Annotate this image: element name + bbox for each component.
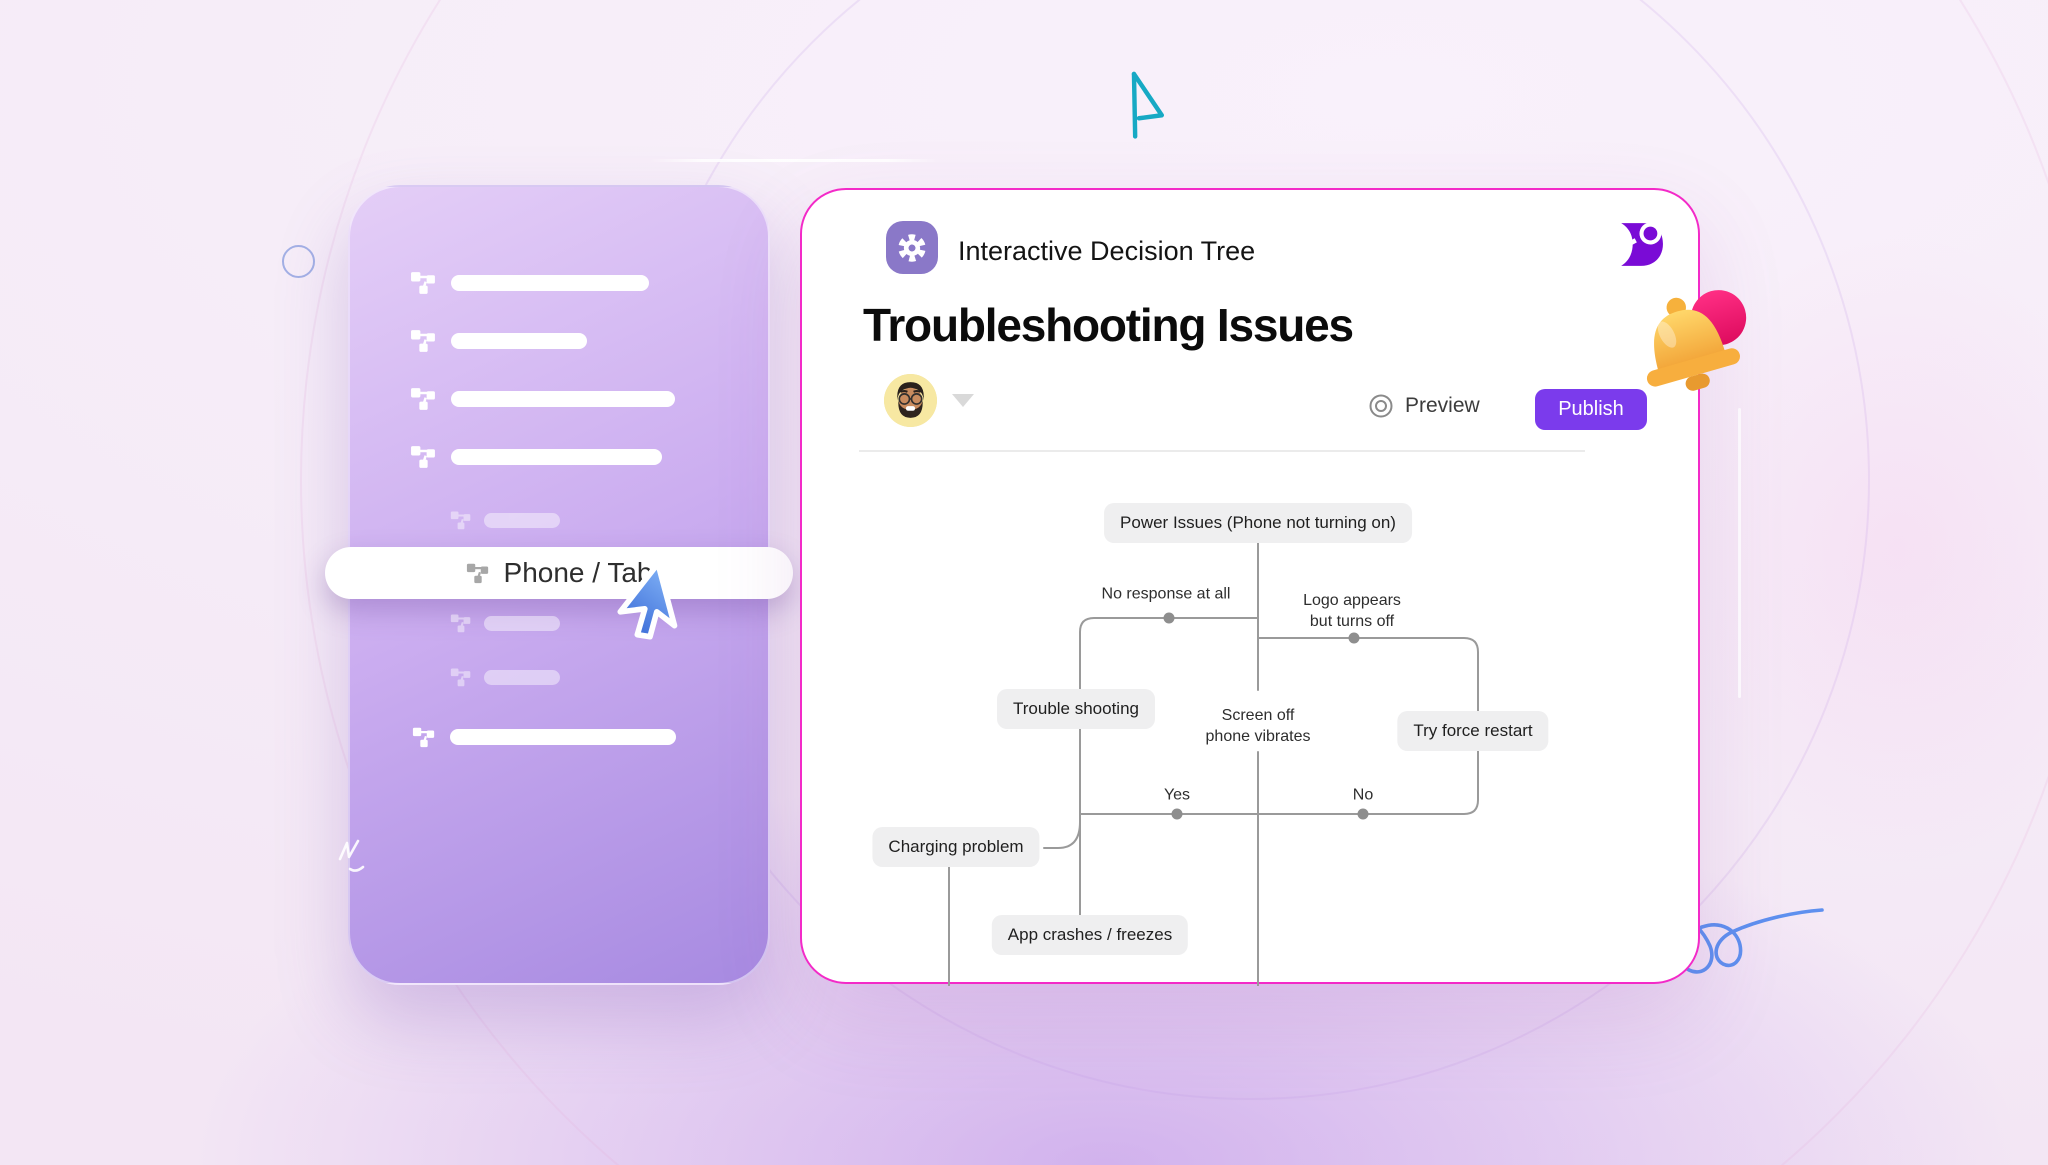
flow-node-force-restart[interactable]: Try force restart <box>1397 711 1549 751</box>
skeleton-text-bar <box>451 390 675 407</box>
header-divider <box>859 450 1585 452</box>
publish-button[interactable]: Publish <box>1535 389 1647 430</box>
flow-node-app-crashes[interactable]: App crashes / freezes <box>991 915 1189 955</box>
tree-node-icon <box>466 563 488 584</box>
blue-cursor-arrow-icon <box>617 568 678 640</box>
notification-bell-icon <box>1646 290 1747 391</box>
sidebar: Phone / Tab <box>325 185 793 985</box>
decorative-white-line <box>1738 408 1741 698</box>
skeleton-text-bar <box>484 615 560 631</box>
white-scribble-doodle <box>338 839 365 872</box>
preview-button[interactable]: Preview <box>1368 393 1480 419</box>
sidebar-item[interactable] <box>410 269 649 296</box>
flow-node-root[interactable]: Power Issues (Phone not turning on) <box>1104 503 1412 543</box>
teal-cursor-arrow-icon <box>1131 71 1165 139</box>
tree-node-icon <box>411 272 435 294</box>
sidebar-subitem[interactable] <box>450 666 560 688</box>
decision-tree-card: Interactive Decision Tree Troubleshootin… <box>800 188 1702 986</box>
skeleton-text-bar <box>451 274 649 291</box>
gear-icon <box>898 233 926 262</box>
chevron-down-icon[interactable] <box>952 394 974 407</box>
edge-label-line: Logo appears <box>1303 592 1401 609</box>
edge-label-yes: Yes <box>1163 786 1191 804</box>
sidebar-subitem[interactable] <box>450 509 560 531</box>
concentric-circles-icon <box>1369 394 1393 418</box>
brand-logo-d <box>1618 222 1663 266</box>
edge-label-no: No <box>1352 786 1374 804</box>
page-title: Troubleshooting Issues <box>863 299 1354 351</box>
flow-label-screen-off: Screen off phone vibrates <box>1201 704 1315 748</box>
tree-node-icon <box>411 330 435 352</box>
tree-node-icon <box>450 614 471 633</box>
sidebar-subitem[interactable] <box>450 612 560 634</box>
flow-node-trouble-shooting[interactable]: Trouble shooting <box>996 689 1156 729</box>
preview-label: Preview <box>1405 394 1480 417</box>
tree-node-icon <box>411 446 435 468</box>
flow-label-line: phone vibrates <box>1205 728 1311 745</box>
sidebar-item[interactable] <box>410 385 675 412</box>
sidebar-active-item-label: Phone / Tab <box>503 557 653 588</box>
tree-node-icon <box>450 511 471 530</box>
edge-label-line: but turns off <box>1309 613 1395 630</box>
sidebar-item[interactable] <box>410 327 587 354</box>
flowchart-canvas: Power Issues (Phone not turning on) Trou… <box>802 190 1702 986</box>
flow-node-charging-problem[interactable]: Charging problem <box>872 827 1040 867</box>
skeleton-text-bar <box>451 448 662 465</box>
flow-label-line: Screen off <box>1221 707 1295 724</box>
sidebar-item-phone-tab[interactable]: Phone / Tab <box>325 547 793 599</box>
tree-node-icon <box>412 727 435 748</box>
tree-node-icon <box>411 388 435 410</box>
app-name: Interactive Decision Tree <box>958 236 1256 266</box>
skeleton-text-bar <box>451 332 587 349</box>
app-tile <box>886 221 938 274</box>
skeleton-text-bar <box>484 669 560 685</box>
skeleton-text-bar <box>450 729 676 745</box>
decorative-circle-outline <box>282 245 315 278</box>
sidebar-item[interactable] <box>412 725 676 749</box>
avatar[interactable] <box>884 374 937 427</box>
skeleton-text-bar <box>484 512 560 528</box>
sidebar-item[interactable] <box>410 443 662 470</box>
blue-squiggle-doodle <box>1604 876 1824 974</box>
tree-node-icon <box>450 668 471 687</box>
edge-label-logo-appears: Logo appears but turns off <box>1303 590 1401 632</box>
edge-label-no-response: No response at all <box>1101 585 1231 603</box>
decorative-white-line <box>650 159 940 162</box>
